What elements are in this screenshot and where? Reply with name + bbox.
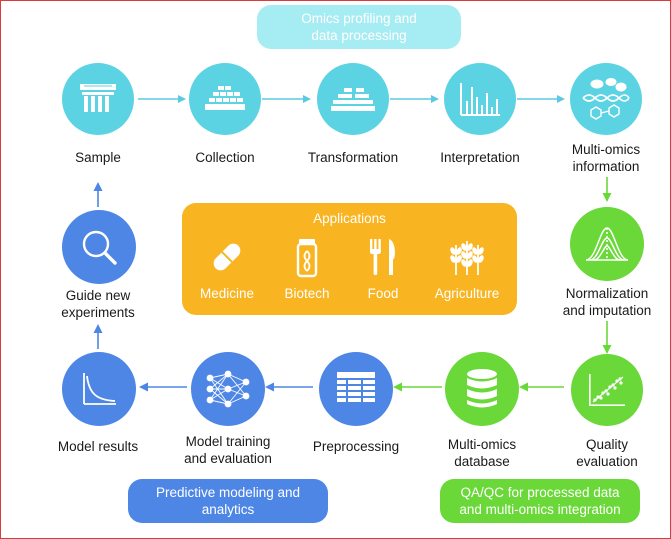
application-agriculture: Agriculture — [422, 235, 512, 301]
guide-label: Guide new experiments — [61, 288, 135, 320]
normalization-node — [570, 207, 644, 281]
collection-label: Collection — [195, 150, 255, 165]
applications-title: Applications — [313, 211, 386, 226]
application-medicine: Medicine — [187, 235, 267, 301]
application-label: Medicine — [199, 286, 255, 301]
database-node — [445, 352, 519, 426]
vial-icon — [296, 239, 318, 278]
distribution-curves-icon — [585, 227, 629, 261]
application-label: Biotech — [284, 286, 330, 301]
sample-tube-rack-icon — [80, 84, 116, 112]
application-label: Agriculture — [434, 286, 500, 301]
application-label: Food — [367, 286, 399, 301]
sample-label: Sample — [75, 150, 121, 165]
magnifier-icon — [82, 230, 117, 265]
decay-curve-icon — [83, 373, 116, 405]
spectrum-peaks-icon — [460, 83, 500, 116]
model-results-node — [62, 352, 136, 426]
quality-node — [571, 354, 643, 426]
application-food: Food — [343, 235, 423, 301]
guide-node — [62, 210, 136, 284]
banner-qa-qc: QA/QC for processed data and multi-omics… — [440, 479, 640, 523]
sample-node — [62, 63, 134, 135]
preprocessing-label: Preprocessing — [312, 439, 400, 454]
collection-node — [189, 63, 261, 135]
transformation-label: Transformation — [307, 150, 399, 165]
model-training-node — [191, 352, 265, 426]
multiomics-info-node — [570, 63, 642, 135]
quality-label: Quality evaluation — [576, 437, 638, 469]
scatter-plot-icon — [589, 374, 625, 406]
model-training-label: Model training and evaluation — [184, 434, 272, 466]
neural-network-icon — [206, 370, 250, 408]
molecules-icon — [582, 78, 630, 120]
preprocessing-node — [319, 352, 393, 426]
stacked-plates-icon — [331, 88, 375, 111]
applications-box: Applications Medicine Biotech — [182, 203, 517, 315]
multiomics-info-label: Multi-omics information — [571, 142, 641, 174]
banner-predictive-modeling: Predictive modeling and analytics — [128, 479, 328, 523]
fork-knife-icon — [370, 239, 395, 275]
application-biotech: Biotech — [267, 235, 347, 301]
wheat-icon — [450, 241, 484, 275]
model-results-label: Model results — [57, 439, 139, 454]
normalization-label: Normalization and imputation — [562, 286, 652, 318]
interpretation-label: Interpretation — [440, 150, 520, 165]
pill-icon — [213, 243, 241, 271]
stacked-blocks-icon — [205, 86, 245, 110]
database-label: Multi-omics database — [447, 437, 517, 469]
transformation-node — [317, 63, 389, 135]
interpretation-node — [444, 63, 516, 135]
banner-omics-profiling: Omics profiling and data processing — [257, 5, 461, 49]
database-icon — [467, 369, 497, 408]
data-table-icon — [337, 372, 375, 402]
